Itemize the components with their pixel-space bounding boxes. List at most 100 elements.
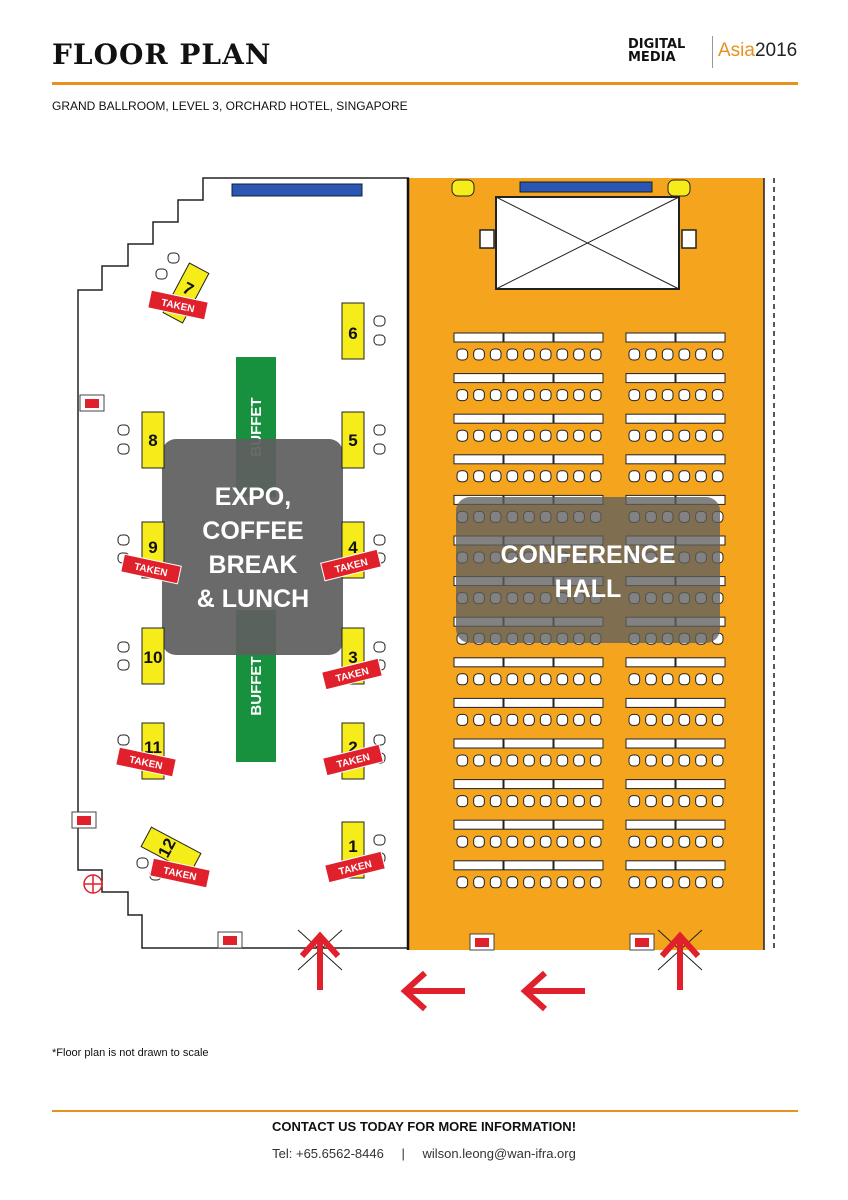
conference-seat (523, 429, 535, 442)
conference-seat (539, 713, 552, 726)
conference-seat (573, 795, 585, 808)
conference-seat (489, 429, 502, 442)
chair-icon (136, 857, 149, 869)
conference-seat (695, 754, 707, 767)
conference-table (503, 738, 554, 749)
conference-table (453, 860, 504, 871)
booth-table (341, 411, 365, 469)
booth-table (141, 411, 165, 469)
conference-seat (506, 470, 519, 483)
conference-table (675, 697, 726, 708)
conference-table (553, 332, 604, 343)
conference-seat (645, 673, 657, 686)
booth-number: 3 (348, 648, 357, 667)
chair-icon (373, 443, 386, 455)
conference-seat (506, 348, 519, 361)
stage-cross-b (495, 196, 680, 290)
conference-seat (573, 673, 585, 686)
booth-table (341, 302, 365, 360)
conference-table (625, 697, 676, 708)
conference-seat (661, 470, 674, 483)
conference-table (503, 697, 554, 708)
booth-5: 5 (341, 411, 365, 469)
booth-12: 12 (140, 826, 202, 874)
conference-seat (456, 795, 469, 808)
conference-seat (556, 795, 569, 808)
booth-number: 8 (148, 431, 157, 450)
conference-seat (473, 876, 485, 889)
conference-seat (506, 673, 519, 686)
conference-seat (523, 673, 535, 686)
conference-seat (711, 429, 724, 442)
conference-seat (473, 754, 485, 767)
conference-table (453, 332, 504, 343)
logo-divider (712, 36, 713, 68)
conference-seat (661, 754, 674, 767)
conference-seat (628, 389, 641, 402)
contact-line: Tel: +65.6562-8446 | wilson.leong@wan-if… (0, 1146, 848, 1161)
chair-icon (117, 641, 130, 653)
conference-seat (589, 348, 602, 361)
conference-seat (711, 835, 724, 848)
fire-extinguisher-icon (79, 394, 105, 412)
taken-tag: TAKEN (320, 548, 382, 582)
conference-table (553, 373, 604, 384)
chair-icon (373, 534, 386, 546)
chair-icon (373, 315, 386, 327)
conference-seat (678, 470, 691, 483)
conference-table (453, 657, 504, 668)
conference-seat (523, 835, 535, 848)
conference-seat (695, 348, 707, 361)
conference-seat (589, 835, 602, 848)
conference-seat (661, 348, 674, 361)
conference-seat (661, 713, 674, 726)
conference-seat (523, 754, 535, 767)
conference-seat (556, 754, 569, 767)
chair-icon (373, 334, 386, 346)
light-icon (451, 179, 475, 197)
conference-seat (661, 835, 674, 848)
conference-seat (645, 795, 657, 808)
conference-seat (539, 876, 552, 889)
conference-seat (456, 835, 469, 848)
scale-note: *Floor plan is not drawn to scale (52, 1047, 209, 1059)
booth-number: 6 (348, 324, 357, 343)
booth-number: 5 (348, 431, 357, 450)
footer-rule (52, 1110, 798, 1112)
conference-seat (473, 713, 485, 726)
conference-seat (573, 389, 585, 402)
contact-phone: Tel: +65.6562-8446 (272, 1146, 384, 1161)
conference-table (675, 454, 726, 465)
conference-table (453, 413, 504, 424)
conference-seat (589, 673, 602, 686)
conference-seat (539, 429, 552, 442)
expo-room-walls (77, 177, 409, 949)
conference-table (553, 697, 604, 708)
conference-table (625, 860, 676, 871)
conference-seat (678, 835, 691, 848)
conference-seat (556, 713, 569, 726)
conference-seat (506, 795, 519, 808)
conference-seat (489, 876, 502, 889)
conference-seat (573, 470, 585, 483)
contact-email[interactable]: wilson.leong@wan-ifra.org (422, 1146, 576, 1161)
taken-tag: TAKEN (115, 746, 177, 778)
conference-table (553, 413, 604, 424)
conference-seat (539, 389, 552, 402)
contact-heading: CONTACT US TODAY FOR MORE INFORMATION! (271, 1119, 577, 1134)
conference-seat (489, 754, 502, 767)
chair-icon (167, 252, 180, 264)
conference-seat (573, 876, 585, 889)
conference-seat (506, 713, 519, 726)
conference-seat (678, 795, 691, 808)
conference-table (675, 332, 726, 343)
conference-seat (556, 673, 569, 686)
conference-seat (473, 673, 485, 686)
conference-seat (456, 673, 469, 686)
conference-seat (628, 713, 641, 726)
conference-seat (573, 713, 585, 726)
taken-tag: TAKEN (322, 743, 384, 777)
conference-seat (645, 470, 657, 483)
expo-area-label: EXPO, (215, 483, 291, 511)
conference-seat (556, 389, 569, 402)
